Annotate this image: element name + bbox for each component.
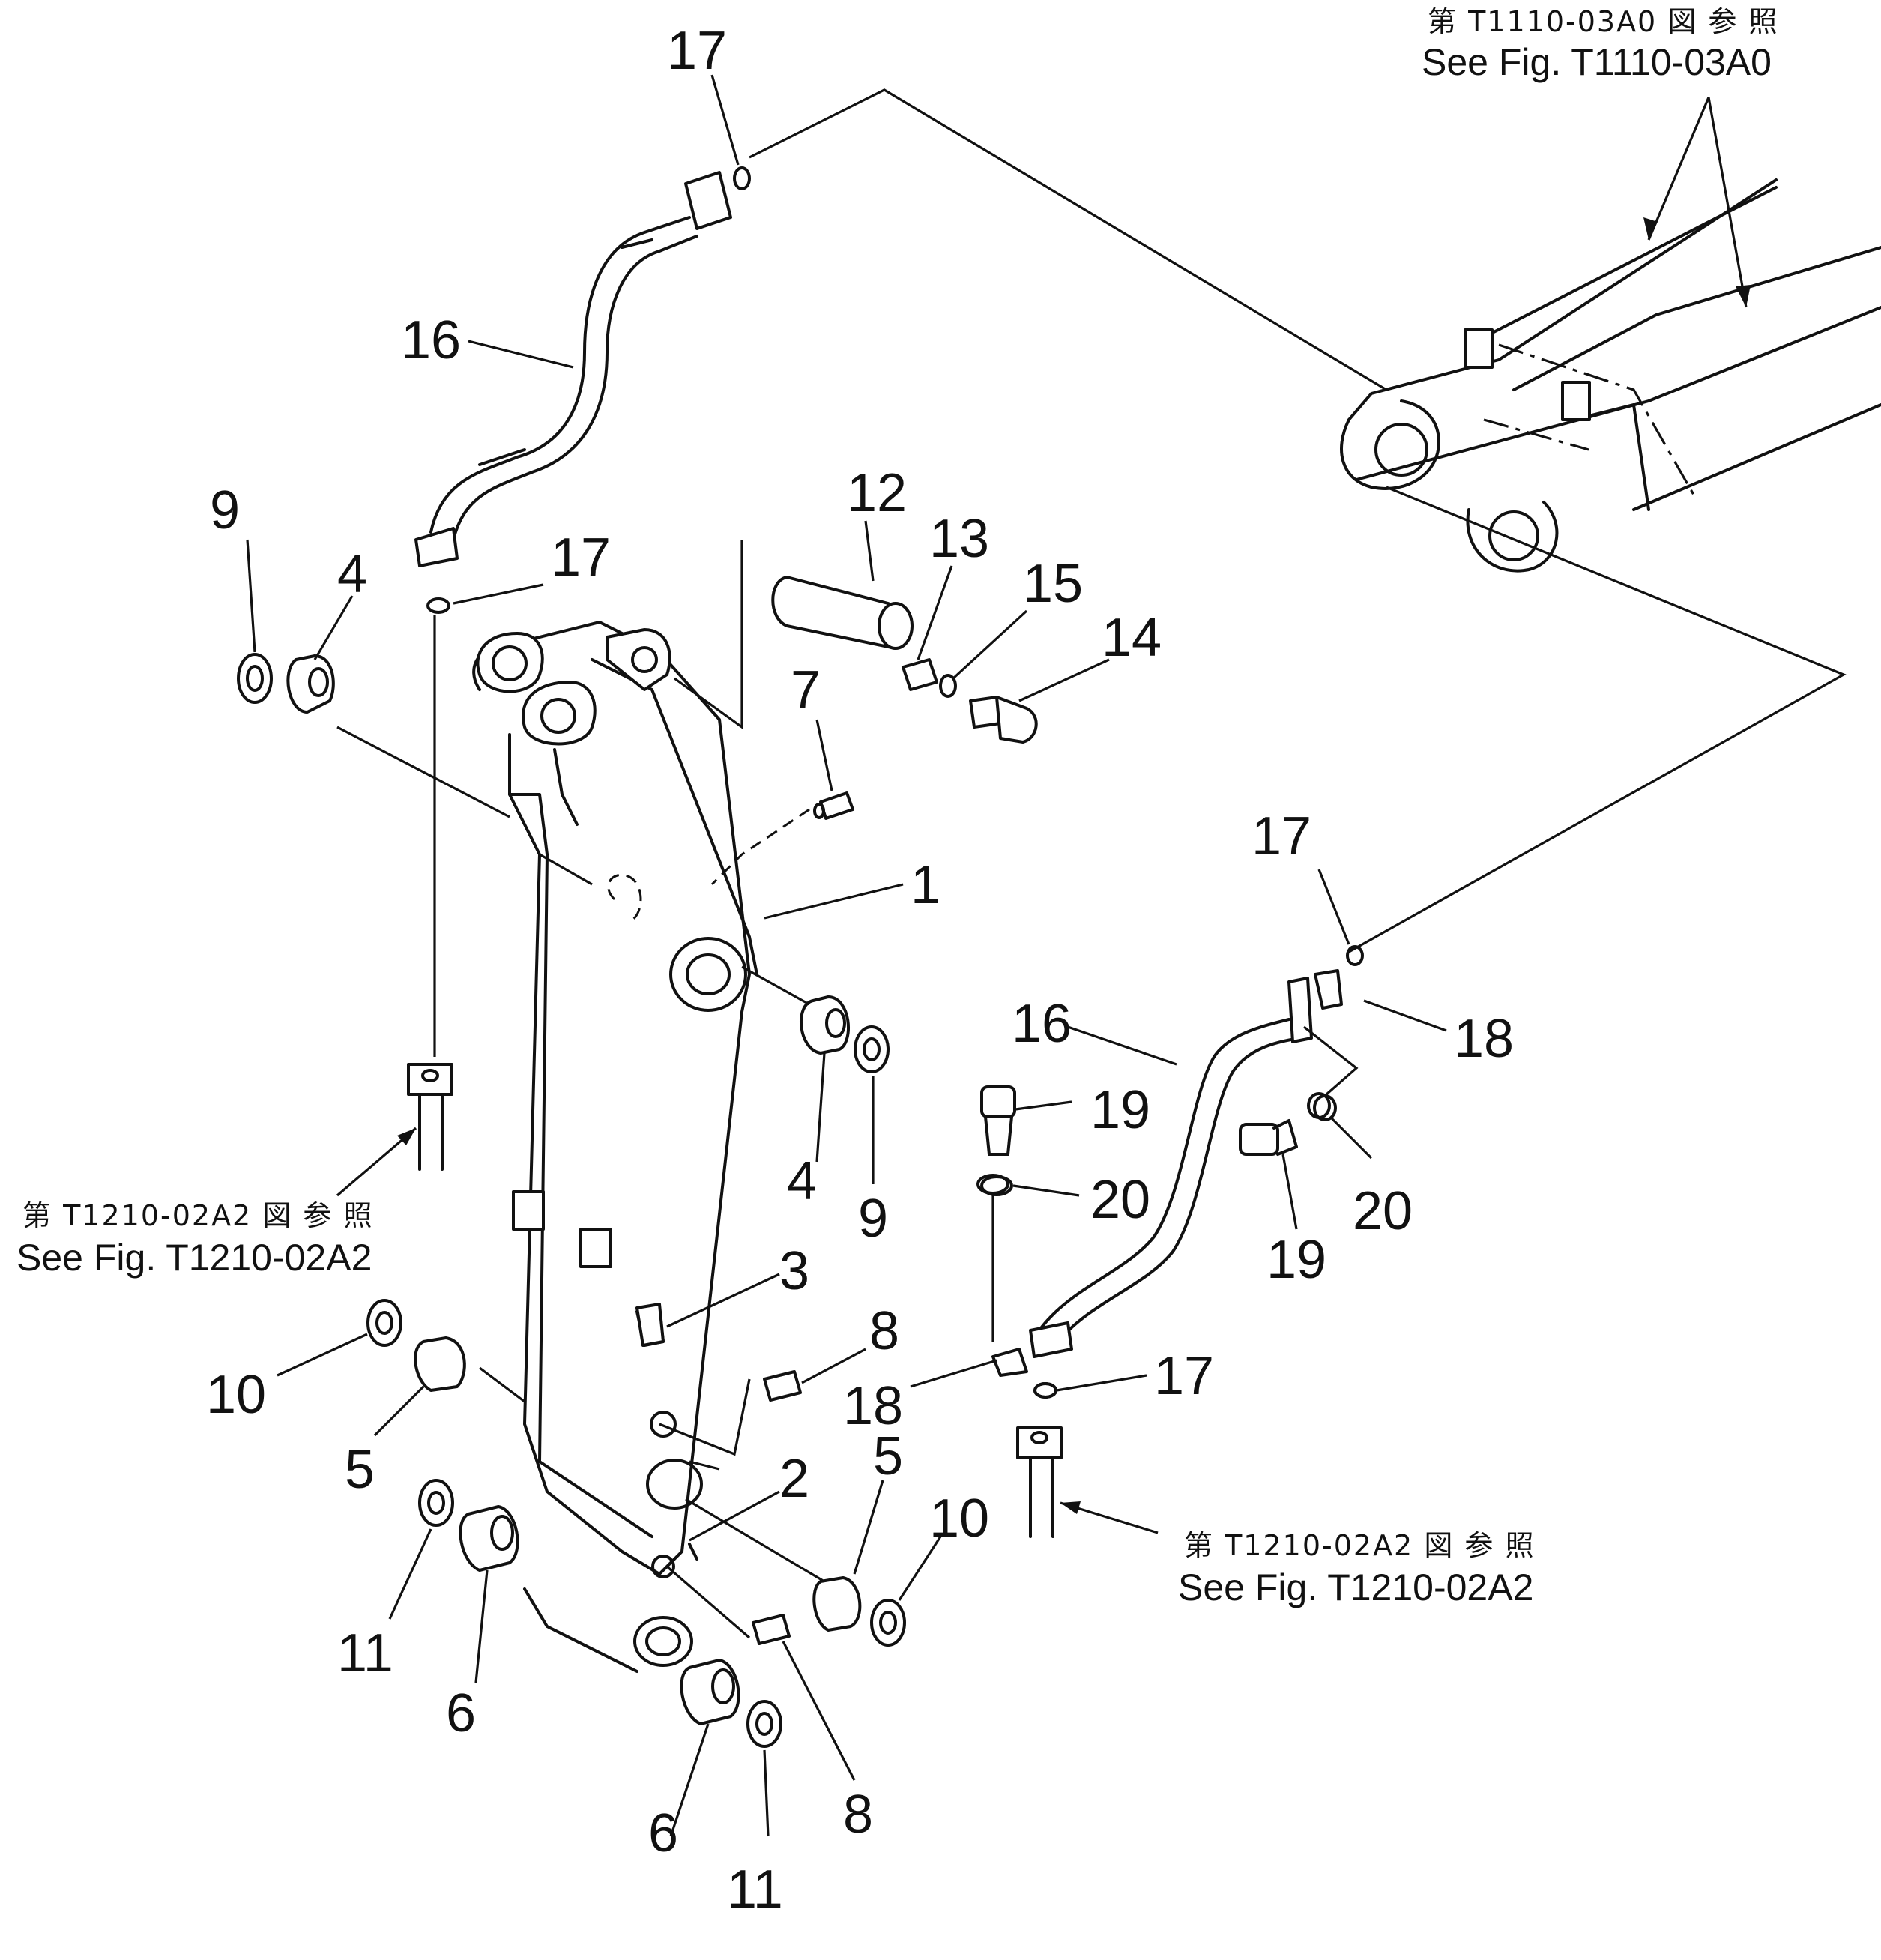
pipe-right xyxy=(1016,1426,1063,1538)
callout-5: 5 xyxy=(345,1440,375,1500)
figure-ref-left: 第 T1210-02A2 図 参 照 See Fig. T1210-02A2 xyxy=(16,1199,373,1279)
callout-18: 18 xyxy=(843,1376,903,1436)
callout-10: 10 xyxy=(206,1365,266,1425)
callout-3: 3 xyxy=(779,1241,809,1301)
boom-end-assembly xyxy=(1340,97,1881,573)
callout-4: 4 xyxy=(337,544,367,604)
callout-11: 11 xyxy=(337,1623,393,1683)
figure-ref-en: See Fig. T1210-02A2 xyxy=(1178,1567,1533,1608)
callout-10: 10 xyxy=(929,1489,989,1549)
hose-16-upper xyxy=(414,166,751,614)
callout-4: 4 xyxy=(787,1151,817,1211)
assembly-lines xyxy=(336,88,1847,1639)
arm-assembly xyxy=(472,621,758,1673)
callout-7: 7 xyxy=(791,660,821,720)
callout-20: 20 xyxy=(1090,1170,1150,1230)
hose-16-lower xyxy=(976,945,1364,1399)
figure-ref-top-right: 第 T1110-03A0 図 参 照 See Fig. T1110-03A0 xyxy=(1422,5,1778,83)
figure-ref-jp: 第 T1110-03A0 図 参 照 xyxy=(1428,5,1778,38)
callout-19: 19 xyxy=(1090,1080,1150,1140)
pipe-left xyxy=(407,1063,453,1171)
callout-leaders xyxy=(246,74,1447,1837)
callout-2: 2 xyxy=(779,1449,809,1509)
callout-15: 15 xyxy=(1023,554,1083,614)
callout-17: 17 xyxy=(667,21,727,81)
callout-16: 16 xyxy=(401,310,461,370)
callout-17: 17 xyxy=(1154,1346,1214,1406)
callout-8: 8 xyxy=(869,1301,899,1361)
callout-20: 20 xyxy=(1353,1181,1413,1241)
callout-9: 9 xyxy=(210,480,240,540)
callout-16: 16 xyxy=(1012,994,1072,1054)
figure-ref-bottom-right: 第 T1210-02A2 図 参 照 See Fig. T1210-02A2 xyxy=(1178,1529,1535,1608)
callout-12: 12 xyxy=(847,463,907,523)
callout-5: 5 xyxy=(873,1426,903,1486)
pin-and-fittings xyxy=(635,576,1337,1645)
figure-ref-en: See Fig. T1110-03A0 xyxy=(1422,41,1772,83)
figure-ref-jp: 第 T1210-02A2 図 参 照 xyxy=(22,1199,373,1232)
callout-13: 13 xyxy=(929,509,989,569)
callout-14: 14 xyxy=(1102,608,1162,668)
callout-17: 17 xyxy=(551,528,611,588)
callout-18: 18 xyxy=(1454,1009,1514,1069)
callout-6: 6 xyxy=(648,1803,678,1863)
figure-ref-jp: 第 T1210-02A2 図 参 照 xyxy=(1184,1529,1535,1562)
callout-9: 9 xyxy=(858,1189,888,1249)
callout-8: 8 xyxy=(843,1785,873,1845)
callout-numbers: 17 16 9 4 17 12 13 15 14 7 1 4 9 3 8 18 … xyxy=(206,21,1514,1920)
callout-17: 17 xyxy=(1252,806,1311,866)
callout-1: 1 xyxy=(911,855,940,915)
figure-ref-en: See Fig. T1210-02A2 xyxy=(16,1237,372,1279)
callout-11: 11 xyxy=(727,1860,783,1920)
callout-19: 19 xyxy=(1266,1230,1326,1290)
bushings-and-seals xyxy=(237,653,906,1748)
callout-6: 6 xyxy=(446,1683,476,1743)
